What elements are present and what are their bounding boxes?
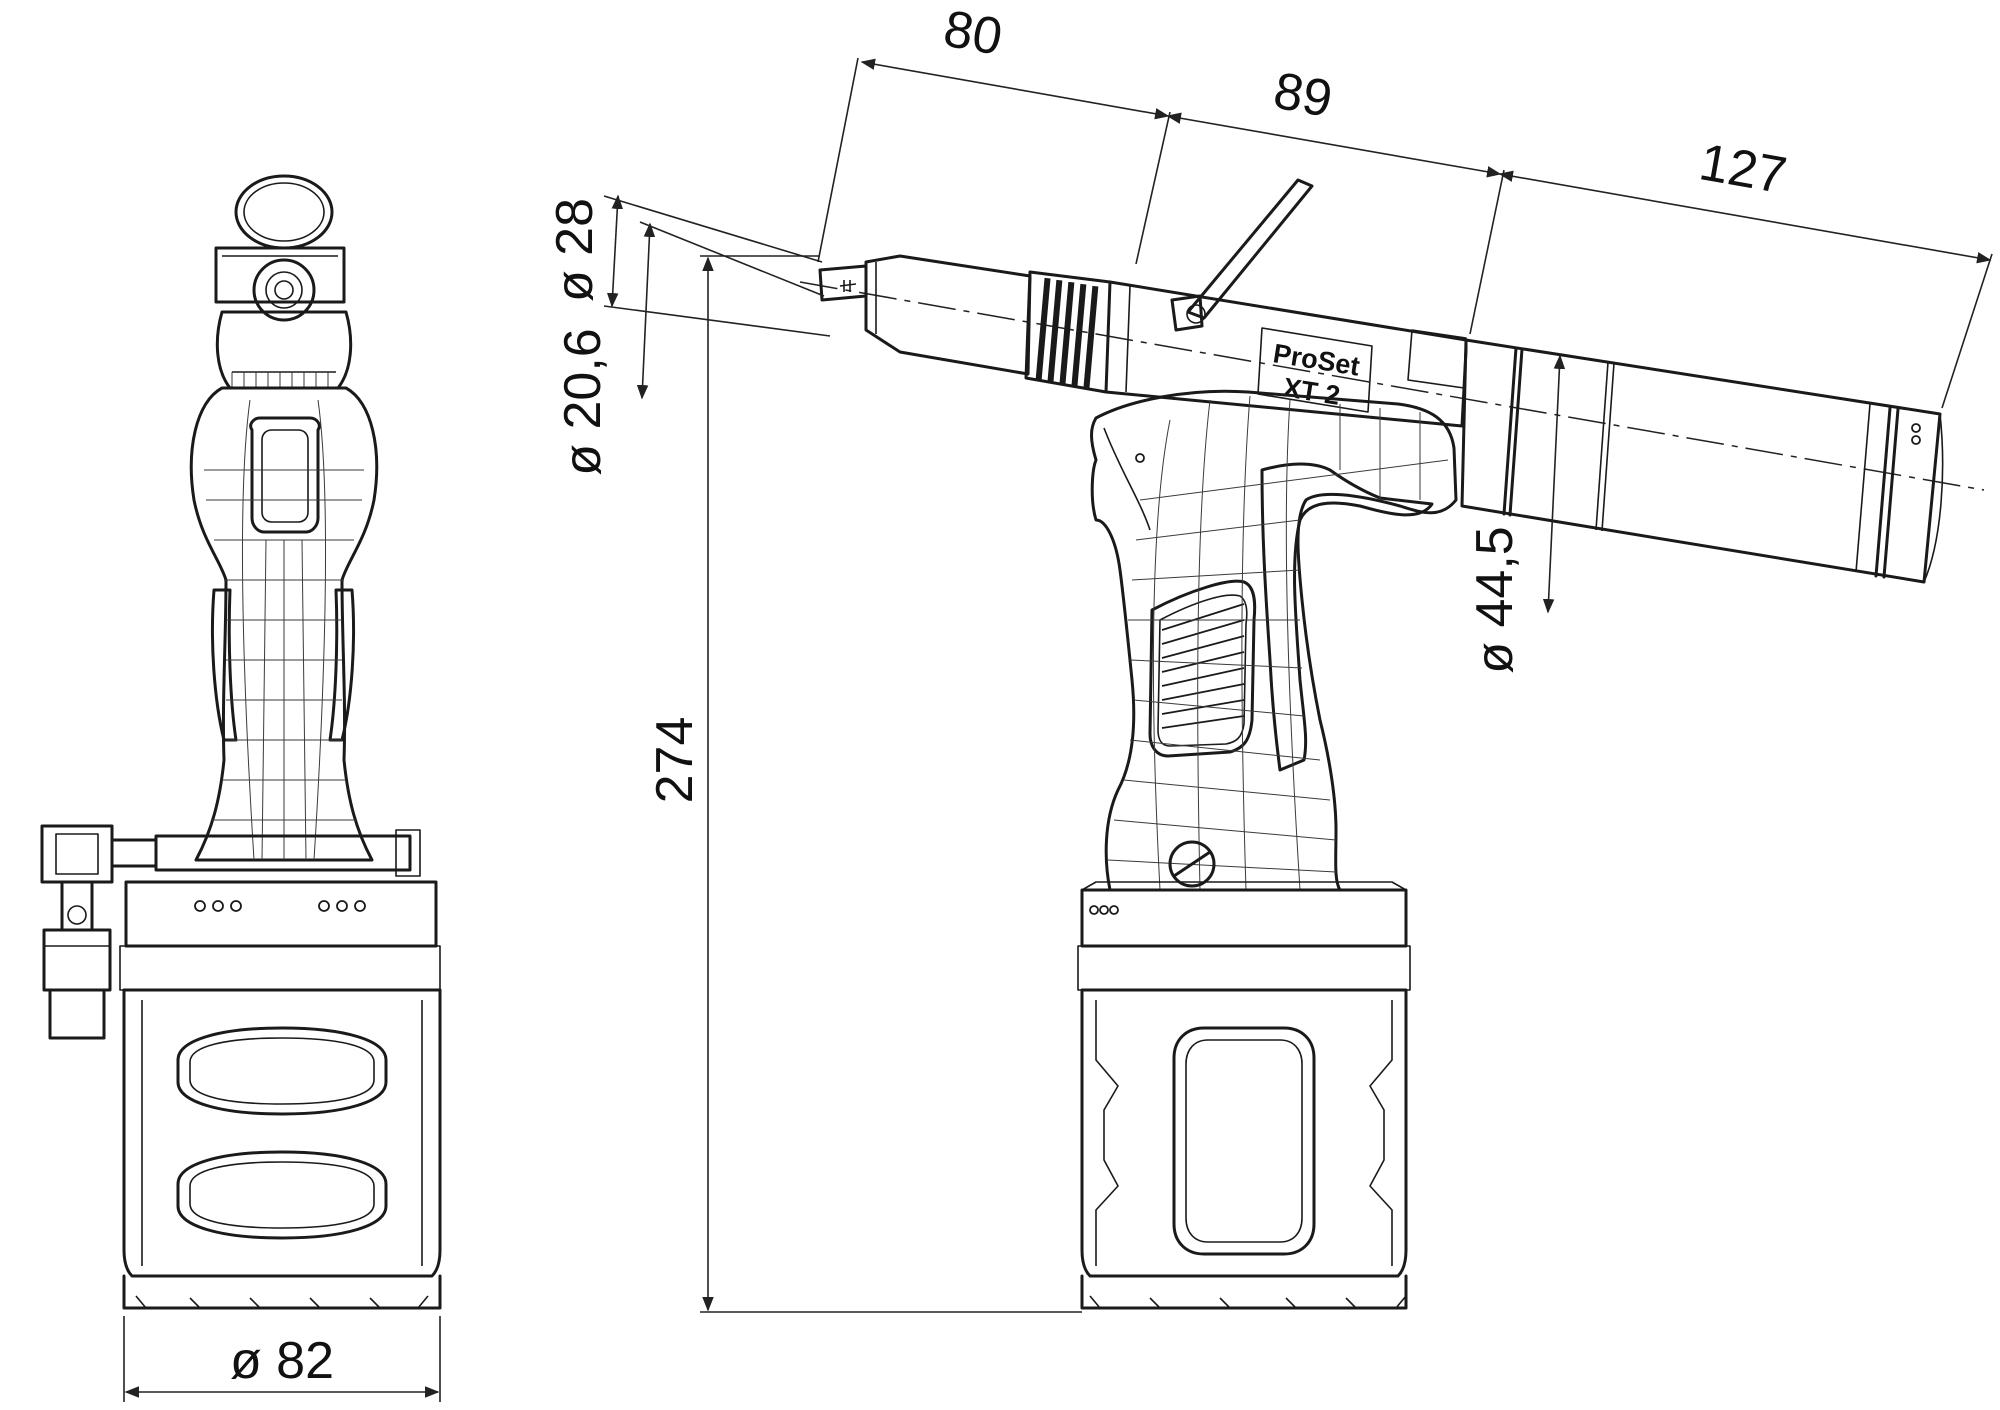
model-label: XT 2: [1281, 372, 1342, 411]
rear-length-label: 127: [1695, 133, 1791, 205]
front-length-label: 80: [939, 0, 1006, 67]
dimension-base-diameter: ø 82: [123, 1316, 441, 1402]
nose-outer-diameter-label: ø 28: [546, 198, 604, 302]
mid-length-label: 89: [1269, 62, 1336, 129]
side-view: ProSet XT 2: [799, 178, 1985, 1310]
base-diameter-label: ø 82: [230, 1332, 334, 1390]
dimension-nose-diameters: ø 28 ø 20,6: [546, 194, 831, 476]
dimension-total-height: 274: [646, 255, 1082, 1313]
front-view: [40, 174, 442, 1310]
body-diameter-label: ø 44,5: [1466, 526, 1524, 673]
dimension-body-diameter: ø 44,5: [1466, 354, 1566, 674]
dimension-length-chain: 80 89 127: [817, 0, 1993, 409]
total-height-label: 274: [646, 717, 704, 804]
knurled-ring-icon: [1035, 277, 1099, 389]
nose-inner-diameter-label: ø 20,6: [554, 328, 612, 475]
